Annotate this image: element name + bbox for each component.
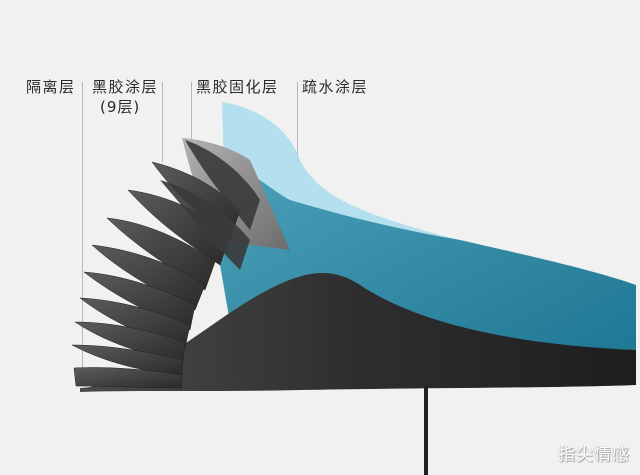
label-isolation-layer: 隔离层 xyxy=(26,78,76,96)
label-black-glue-coating: 黑胶涂层 xyxy=(92,78,159,96)
label-cured-glue-layer: 黑胶固化层 xyxy=(196,78,279,96)
label-hydrophobic-coating: 疏水涂层 xyxy=(302,78,369,96)
umbrella-shaft xyxy=(424,386,428,475)
watermark: 指尖情感 xyxy=(558,445,630,465)
label-black-glue-count: (9层) xyxy=(100,98,141,116)
leader-line-hydrophobic xyxy=(297,82,298,162)
leader-line-isolation xyxy=(82,82,83,382)
leader-line-black-glue xyxy=(162,82,163,162)
leader-line-cured-glue xyxy=(191,82,192,142)
